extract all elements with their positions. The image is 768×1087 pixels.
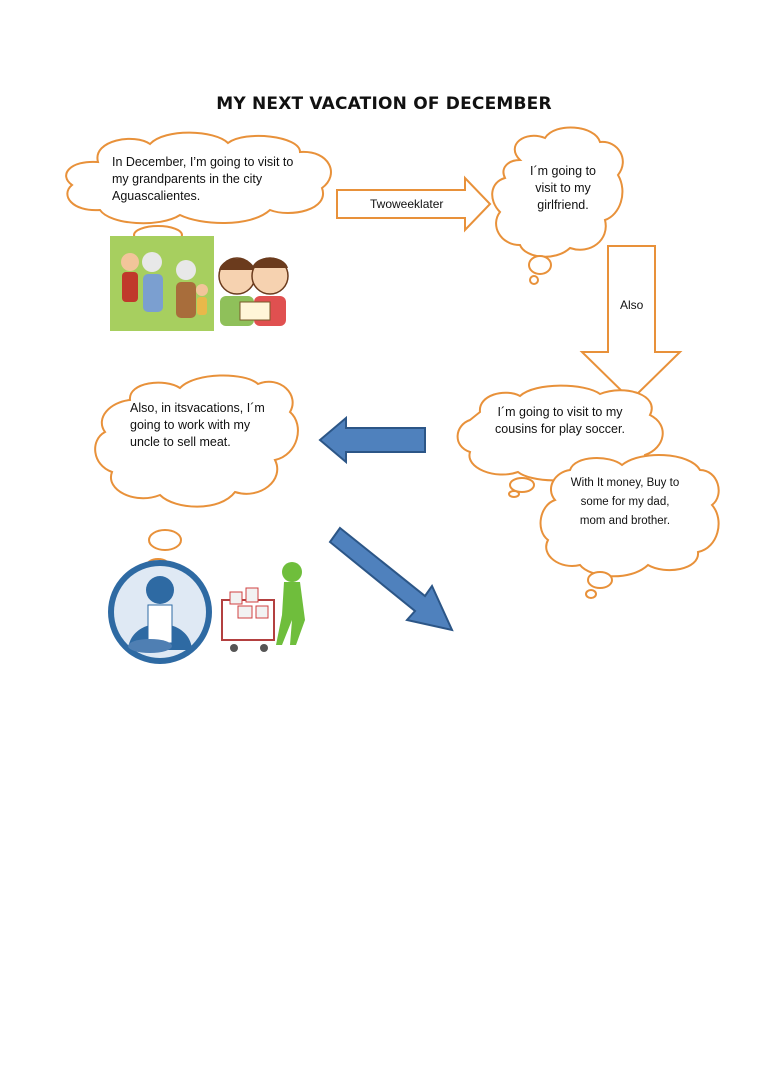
butcher-image	[108, 560, 212, 664]
bubble-text-girlfriend: I´m going to visit to my girlfriend.	[529, 164, 596, 212]
arrow-down-also	[579, 245, 683, 402]
children-image	[218, 257, 289, 326]
arrow-left-blue	[318, 415, 426, 465]
shopping-image	[221, 562, 305, 652]
bubble-text-money: With It money, Buy to some for my dad, m…	[570, 477, 680, 527]
grandparents-image	[110, 236, 214, 331]
thought-bubble-cousins	[456, 384, 664, 498]
arrow-diagonal-blue	[328, 526, 454, 632]
arrow-right-two-weeks	[336, 175, 492, 233]
bubble-text-december: In December, I’m going to visit to my gr…	[112, 155, 294, 203]
page-title: MY NEXT VACATION OF DECEMBER	[216, 94, 552, 114]
bubble-text-work: Also, in itsvacations, I´m going to work…	[130, 401, 265, 449]
thought-bubble-girlfriend	[491, 126, 624, 285]
bubble-text-cousins: I´m going to visit to my cousins for pla…	[495, 405, 625, 436]
arrow-label-two-weeks: Twoweeklater	[370, 197, 444, 211]
arrow-label-also: Also	[620, 298, 644, 312]
thought-bubble-money	[539, 454, 720, 599]
